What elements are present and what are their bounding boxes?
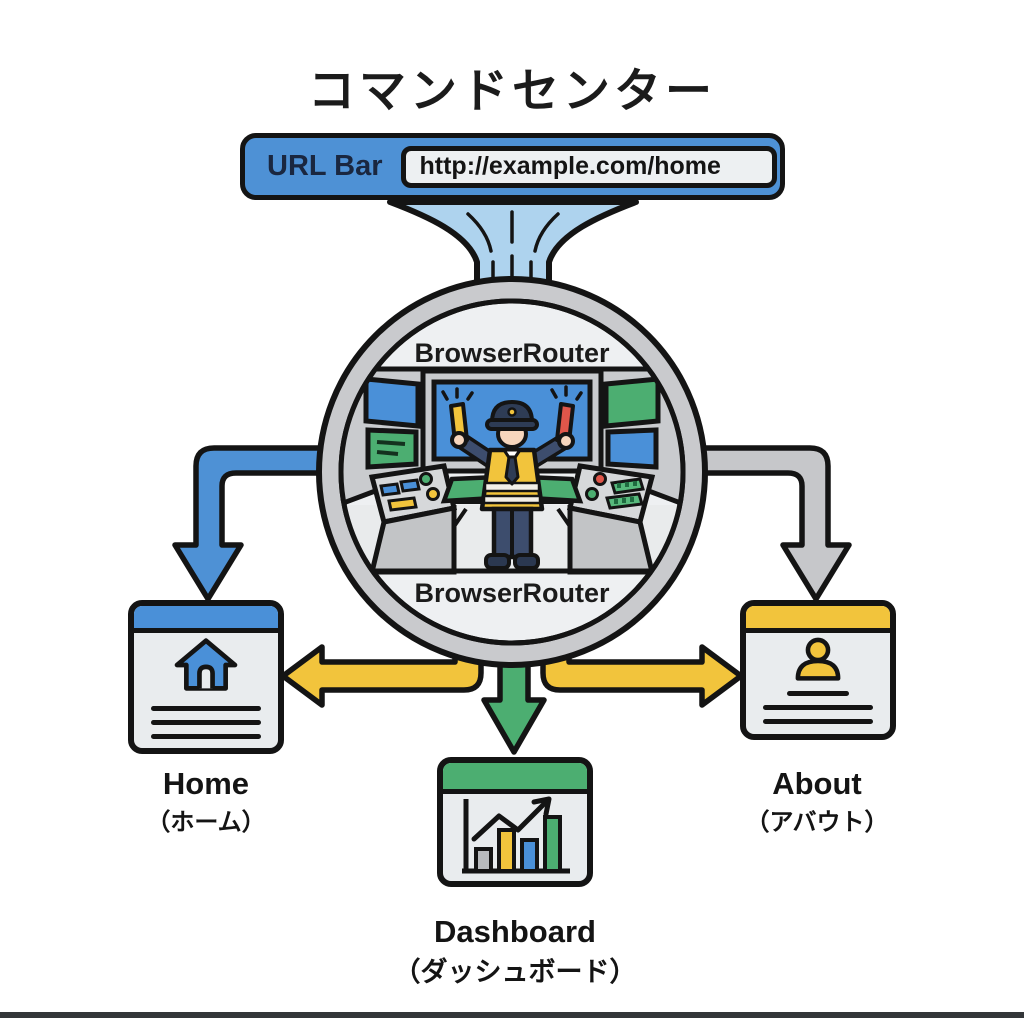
user-icon <box>795 637 841 681</box>
text-line <box>151 734 261 739</box>
about-card-header <box>746 606 890 633</box>
browser-router-label-top: BrowserRouter <box>414 338 610 368</box>
page-title: コマンドセンター <box>308 64 716 117</box>
signal-wand-red-icon <box>550 385 583 444</box>
browser-router-label-bottom: BrowserRouter <box>414 578 610 608</box>
text-line <box>151 748 231 753</box>
arrow-router-to-about <box>676 445 852 602</box>
text-line <box>787 691 849 696</box>
page-card-home <box>128 600 284 754</box>
bar-chart-icon <box>462 796 570 874</box>
text-line <box>151 706 261 711</box>
dashboard-card-header <box>443 763 587 794</box>
house-icon <box>174 638 238 691</box>
screen-green-left <box>365 427 419 470</box>
bottom-border-strip <box>0 1012 1024 1018</box>
page-card-dashboard <box>437 757 593 887</box>
url-bar-label: URL Bar <box>267 150 383 182</box>
arrow-router-to-about-yellow <box>540 609 744 708</box>
text-line <box>763 705 873 710</box>
screen-blue-right <box>605 427 659 470</box>
screen-blue-left <box>363 376 421 429</box>
about-label: About <box>772 766 862 801</box>
browser-router-circle <box>316 276 708 668</box>
console-right <box>566 463 656 575</box>
arrow-router-to-home-yellow <box>280 609 484 708</box>
home-card-header <box>134 606 278 633</box>
text-line <box>151 720 261 725</box>
url-field: http://example.com/home <box>400 145 777 188</box>
console-left <box>368 463 458 575</box>
control-room-scene <box>342 366 682 575</box>
about-label-ja: （アバウト） <box>745 809 889 836</box>
home-label-ja: （ホーム） <box>146 809 266 836</box>
page-card-about <box>740 600 896 740</box>
dashboard-label: Dashboard <box>434 914 596 949</box>
url-bar: URL Bar http://example.com/home <box>240 133 785 200</box>
traffic-controller <box>441 385 583 570</box>
screen-green-right <box>603 376 661 429</box>
dashboard-label-ja: （ダッシュボード） <box>393 957 637 987</box>
home-label: Home <box>162 766 250 801</box>
arrow-router-to-home <box>172 445 348 602</box>
text-line <box>763 719 873 724</box>
